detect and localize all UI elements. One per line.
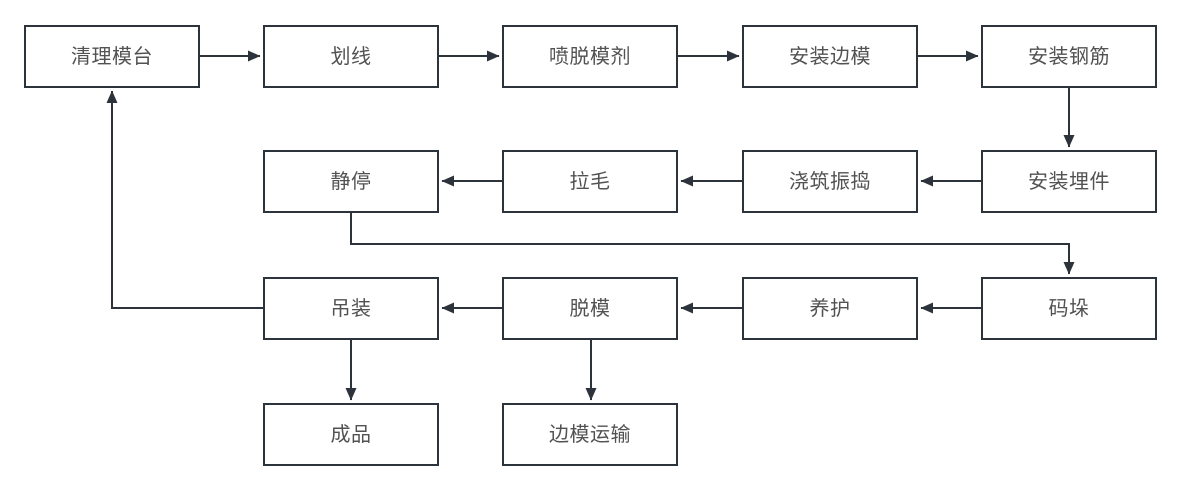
- node-hoisting: 吊装: [263, 277, 439, 340]
- node-pour-and-vibrate: 浇筑振捣: [742, 150, 918, 213]
- node-curing: 养护: [742, 277, 918, 340]
- node-install-side-forms: 安装边模: [742, 25, 918, 88]
- node-label-finished-product: 成品: [330, 423, 372, 446]
- node-label-hoisting: 吊装: [330, 297, 372, 320]
- node-install-rebar: 安装钢筋: [981, 25, 1157, 88]
- node-demolding: 脱模: [502, 277, 678, 340]
- node-label-side-form-transport: 边模运输: [549, 423, 631, 446]
- node-stacking: 码垛: [981, 277, 1157, 340]
- node-roughening: 拉毛: [502, 150, 678, 213]
- node-label-clean-mold-table: 清理模台: [71, 45, 153, 68]
- node-resting: 静停: [263, 150, 439, 213]
- node-label-install-side-forms: 安装边模: [789, 45, 871, 68]
- node-finished-product: 成品: [263, 403, 439, 466]
- node-label-install-rebar: 安装钢筋: [1028, 45, 1110, 68]
- node-label-pour-and-vibrate: 浇筑振捣: [789, 170, 871, 193]
- node-install-embeds: 安装埋件: [981, 150, 1157, 213]
- node-label-roughening: 拉毛: [569, 170, 611, 193]
- node-line-marking: 划线: [263, 25, 439, 88]
- node-spray-release-agent: 喷脱模剂: [502, 25, 678, 88]
- node-label-demolding: 脱模: [569, 297, 611, 320]
- node-label-spray-release-agent: 喷脱模剂: [549, 45, 631, 68]
- node-label-resting: 静停: [330, 170, 372, 193]
- node-side-form-transport: 边模运输: [502, 403, 678, 466]
- node-label-curing: 养护: [809, 297, 851, 320]
- node-label-install-embeds: 安装埋件: [1028, 170, 1110, 193]
- node-clean-mold-table: 清理模台: [24, 25, 200, 88]
- node-label-stacking: 码垛: [1048, 297, 1090, 320]
- node-label-line-marking: 划线: [330, 45, 372, 68]
